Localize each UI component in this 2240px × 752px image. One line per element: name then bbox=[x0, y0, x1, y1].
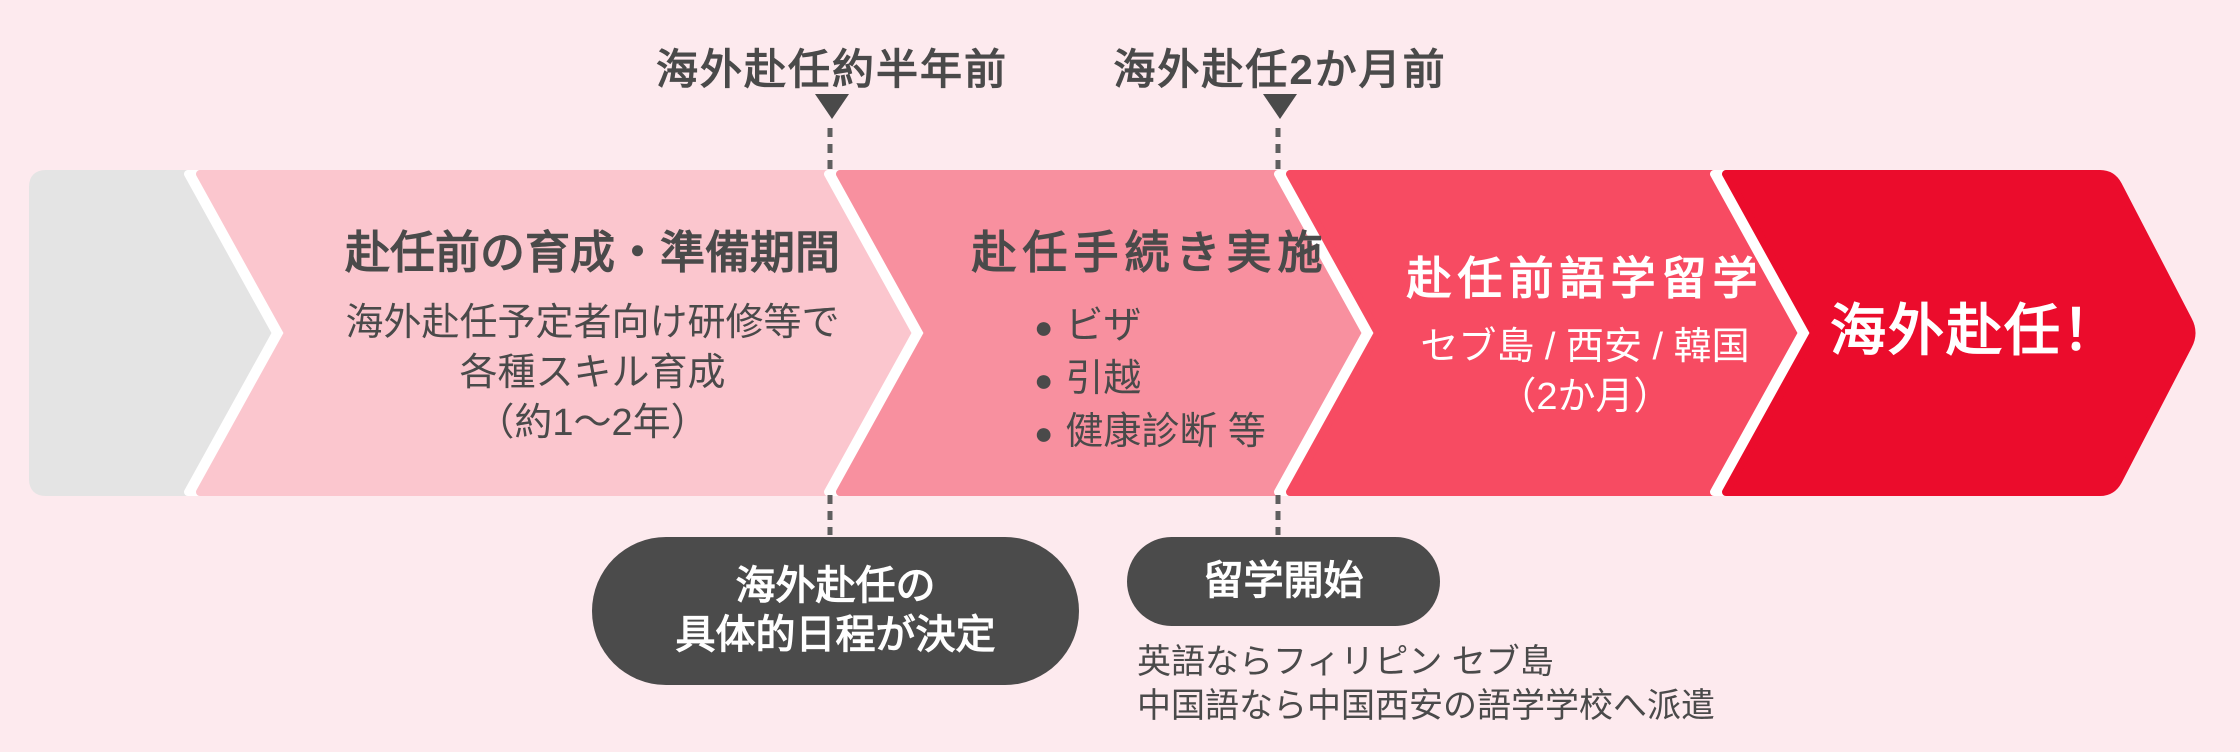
stage-description-line: （2か月） bbox=[1498, 376, 1672, 418]
dashed-connector bbox=[827, 495, 833, 535]
bullet-item: 健康診断 等 bbox=[1034, 406, 1266, 459]
note-line: 中国語なら中国西安の語学学校へ派遣 bbox=[1137, 687, 1715, 725]
stage-title: 赴任前の育成・準備期間 bbox=[344, 227, 840, 278]
stage-description-line: 各種スキル育成 bbox=[459, 352, 726, 394]
marker-label: 海外赴任約半年前 bbox=[655, 46, 1009, 93]
bullet-text: 健康診断 等 bbox=[1065, 411, 1266, 453]
bullet-text: ビザ bbox=[1065, 305, 1142, 347]
stage-title: 海外赴任！ bbox=[1830, 299, 2120, 362]
stage-description-line: （約1〜2年） bbox=[476, 402, 709, 444]
stage4-departure: 海外赴任！ bbox=[1755, 301, 2195, 361]
stage2-procedures: 赴任手続き実施 ビザ 引越 健康診断 等 bbox=[915, 226, 1385, 459]
stage-description: 海外赴任予定者向け研修等で 各種スキル育成 （約1〜2年） bbox=[245, 298, 940, 448]
study-abroad-note: 英語ならフィリピン セブ島 中国語なら中国西安の語学学校へ派遣 bbox=[1137, 640, 1715, 728]
down-triangle-icon bbox=[1263, 94, 1297, 119]
dashed-connector bbox=[827, 128, 833, 170]
bullet-item: ビザ bbox=[1034, 300, 1266, 353]
callout-study-abroad-start: 留学開始 bbox=[1127, 537, 1440, 626]
bullet-item: 引越 bbox=[1034, 353, 1266, 406]
bullet-text: 引越 bbox=[1065, 358, 1142, 400]
stage-title: 赴任手続き実施 bbox=[971, 227, 1329, 278]
stage3-language-study: 赴任前語学留学 セブ島 / 西安 / 韓国 （2か月） bbox=[1365, 252, 1805, 422]
callout-line: 留学開始 bbox=[1203, 559, 1364, 603]
dashed-connector bbox=[1275, 495, 1281, 535]
stage-title: 赴任前語学留学 bbox=[1406, 253, 1764, 304]
dashed-connector bbox=[1275, 128, 1281, 170]
stage-description: セブ島 / 西安 / 韓国 （2か月） bbox=[1365, 322, 1805, 422]
marker-label: 海外赴任2か月前 bbox=[1113, 46, 1447, 93]
note-line: 英語ならフィリピン セブ島 bbox=[1137, 643, 1554, 681]
callout-line: 具体的日程が決定 bbox=[675, 613, 996, 657]
callout-line: 海外赴任の bbox=[735, 564, 936, 608]
callout-schedule-decided: 海外赴任の 具体的日程が決定 bbox=[592, 537, 1079, 685]
intro-segment-shape bbox=[29, 170, 282, 496]
stage-bullet-list: ビザ 引越 健康診断 等 bbox=[1034, 300, 1266, 459]
stage-description-line: 海外赴任予定者向け研修等で bbox=[345, 302, 840, 344]
stage1-development-period: 赴任前の育成・準備期間 海外赴任予定者向け研修等で 各種スキル育成 （約1〜2年… bbox=[245, 226, 940, 448]
stage-description-line: セブ島 / 西安 / 韓国 bbox=[1420, 326, 1750, 368]
stage4-arrow-shape bbox=[1722, 170, 2196, 496]
down-triangle-icon bbox=[815, 94, 849, 119]
